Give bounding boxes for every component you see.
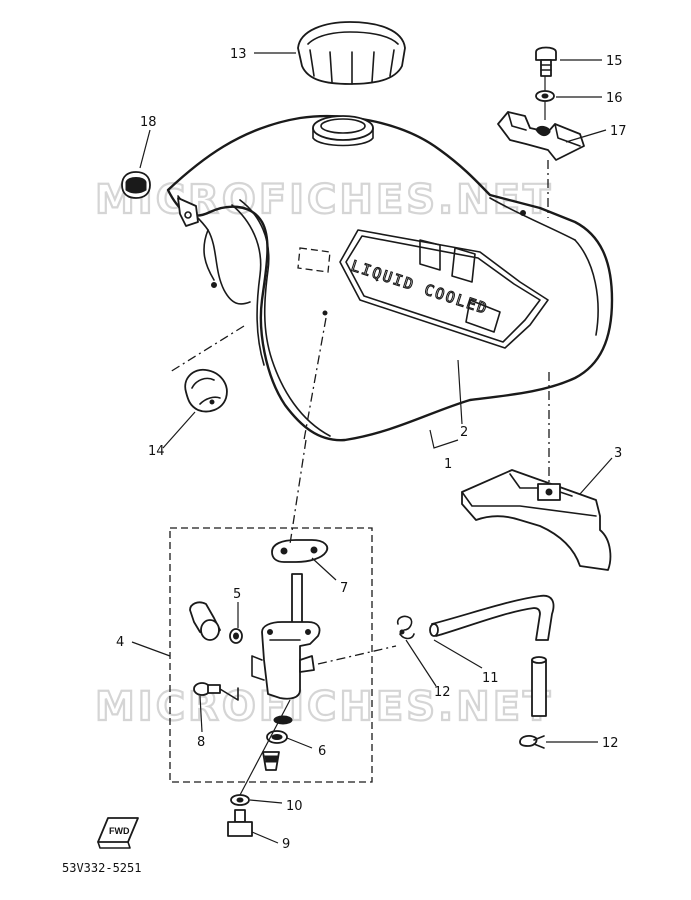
tank-cap <box>297 21 406 85</box>
callout-13: 13 <box>230 47 247 62</box>
leader-lines <box>131 52 613 844</box>
drawing-code: 53V332-5251 <box>62 861 141 875</box>
callout-8: 8 <box>197 735 205 750</box>
watermark-top: MICROFICHES.NET <box>95 177 553 223</box>
callout-11: 11 <box>482 671 499 686</box>
callout-12-upper: 12 <box>434 685 451 700</box>
damper <box>184 368 228 413</box>
callout-14: 14 <box>148 444 165 459</box>
callout-1: 1 <box>444 457 452 472</box>
callout-4: 4 <box>116 635 124 650</box>
assembly-line-cock <box>289 439 307 545</box>
callout-5: 5 <box>233 587 241 602</box>
fuel-cock-body <box>251 573 321 700</box>
lever-screw <box>193 682 239 701</box>
tank-bracket-17 <box>497 76 585 218</box>
callout-12-lower: 12 <box>602 736 619 751</box>
hose-clip-lower <box>519 735 545 749</box>
washer-16 <box>535 90 555 102</box>
fwd-label: FWD <box>109 826 130 836</box>
fuel-hose <box>429 594 555 717</box>
hose-clip-upper <box>396 615 415 640</box>
callout-7: 7 <box>340 581 348 596</box>
callout-17: 17 <box>610 124 627 139</box>
callout-3: 3 <box>614 446 622 461</box>
bolt-15 <box>535 46 557 77</box>
assembly-line-damper <box>169 325 245 373</box>
grommet <box>121 171 151 199</box>
watermark-bottom: MICROFICHES.NET <box>95 684 553 730</box>
cock-axis-line <box>239 699 291 796</box>
assembly-line-hose <box>317 645 397 665</box>
fuel-cock-box <box>169 527 373 783</box>
callout-10: 10 <box>286 799 303 814</box>
fwd-marker: FWD <box>97 817 139 849</box>
bolt-9 <box>227 809 253 837</box>
cock-lever <box>189 601 243 644</box>
callout-16: 16 <box>606 91 623 106</box>
cock-gasket <box>271 539 329 563</box>
callout-2: 2 <box>460 425 468 440</box>
assembly-line-cock-upper <box>303 317 327 441</box>
decal-text: LIQUID COOLED <box>349 257 491 318</box>
rear-bracket <box>461 372 612 571</box>
callout-9: 9 <box>282 837 290 852</box>
washer-10 <box>230 794 250 806</box>
callout-15: 15 <box>606 54 623 69</box>
callout-18: 18 <box>140 115 157 130</box>
callout-6: 6 <box>318 744 326 759</box>
fuel-tank: LIQUID COOLED <box>166 114 614 442</box>
